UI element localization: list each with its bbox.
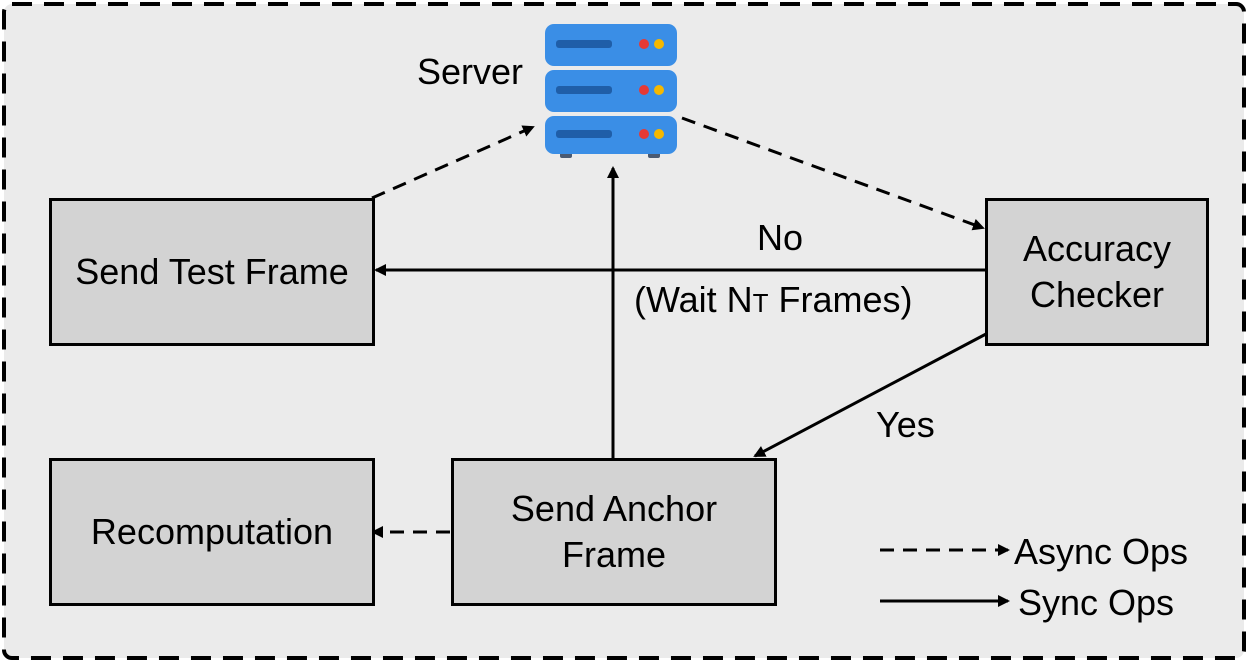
recomputation-box: Recomputation — [49, 458, 375, 606]
recomputation-label: Recomputation — [90, 511, 334, 552]
legend-async-label: Async Ops — [1014, 531, 1189, 572]
accuracy-checker-box: Accuracy Checker — [985, 198, 1209, 346]
arrow-server-to-checker — [681, 116, 985, 231]
legend-sync-label: Sync Ops — [1018, 582, 1175, 623]
yes-label: Yes — [876, 404, 935, 445]
send-anchor-frame-label-line2: Frame — [561, 534, 666, 575]
server-icon — [545, 24, 677, 158]
send-test-frame-box: Send Test Frame — [49, 198, 375, 346]
wait-label-subscript: T — [752, 288, 769, 318]
no-label: No — [757, 217, 804, 258]
accuracy-checker-label-line1: Accuracy — [1022, 228, 1172, 269]
wait-label-prefix: (Wait N — [634, 279, 753, 320]
send-anchor-frame-label-line1: Send Anchor — [510, 488, 718, 529]
wait-label-suffix: Frames) — [768, 279, 913, 320]
accuracy-checker-label-line2: Checker — [1029, 274, 1165, 315]
server-label: Server — [417, 51, 524, 92]
send-anchor-frame-box: Send Anchor Frame — [451, 458, 777, 606]
send-test-frame-label: Send Test Frame — [75, 251, 349, 292]
wait-label: (Wait NT Frames) — [634, 280, 913, 323]
arrow-checker-to-anchor — [753, 332, 987, 458]
arrow-test-to-server — [371, 125, 535, 200]
